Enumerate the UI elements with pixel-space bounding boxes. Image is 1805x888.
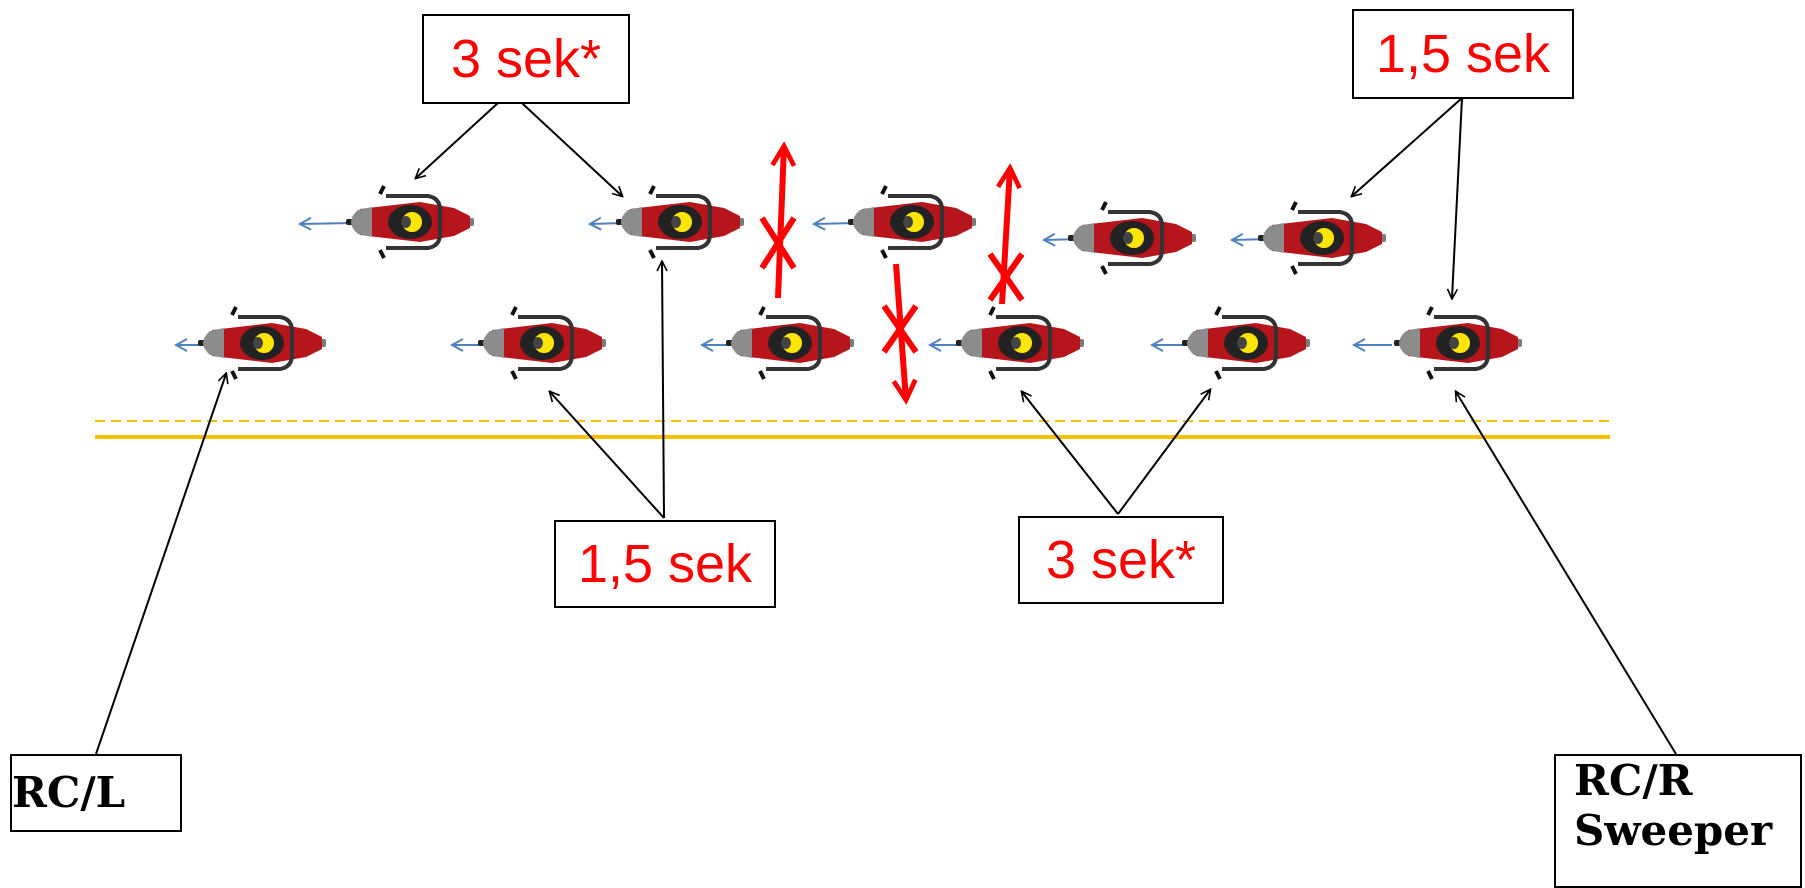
motorcycle-icon bbox=[1180, 305, 1312, 381]
forbidden-arrow-icon bbox=[987, 168, 1025, 305]
sweeper-label-line2: Sweeper bbox=[1574, 806, 1773, 856]
gap-label-text: 1,5 sek bbox=[1375, 24, 1551, 84]
forbidden-arrow-icon bbox=[759, 146, 797, 299]
forbidden-arrow-icon bbox=[881, 263, 919, 400]
gap-label-top-right: 1,5 sek bbox=[1352, 9, 1574, 99]
gap-label-middle-left: 1,5 sek bbox=[554, 520, 776, 608]
leader-label: RC/L bbox=[10, 754, 182, 832]
sweeper-label: RC/R Sweeper bbox=[1554, 754, 1802, 888]
motorcycle-icon bbox=[344, 184, 476, 260]
gap-label-text: 3 sek* bbox=[450, 29, 602, 89]
motorcycle-icon bbox=[724, 305, 856, 381]
gap-label-text: 3 sek* bbox=[1045, 530, 1197, 590]
motorcycle-icon bbox=[846, 184, 978, 260]
motorcycle-icon bbox=[1066, 200, 1198, 276]
motorcycle-icon bbox=[954, 305, 1086, 381]
gap-label-text: 1,5 sek bbox=[577, 534, 753, 594]
gap-label-middle-right: 3 sek* bbox=[1018, 516, 1224, 604]
gap-label-top-left: 3 sek* bbox=[422, 14, 630, 104]
pointer-lines bbox=[95, 91, 1677, 755]
motorcycle-icon bbox=[614, 184, 746, 260]
motorcycle-icon bbox=[476, 305, 608, 381]
motorcycle-icon bbox=[1256, 200, 1388, 276]
motorcycle-icon bbox=[1392, 305, 1524, 381]
motorcycle-icon bbox=[196, 305, 328, 381]
sweeper-label-line1: RC/R bbox=[1574, 756, 1693, 805]
leader-label-text: RC/L bbox=[12, 767, 126, 817]
